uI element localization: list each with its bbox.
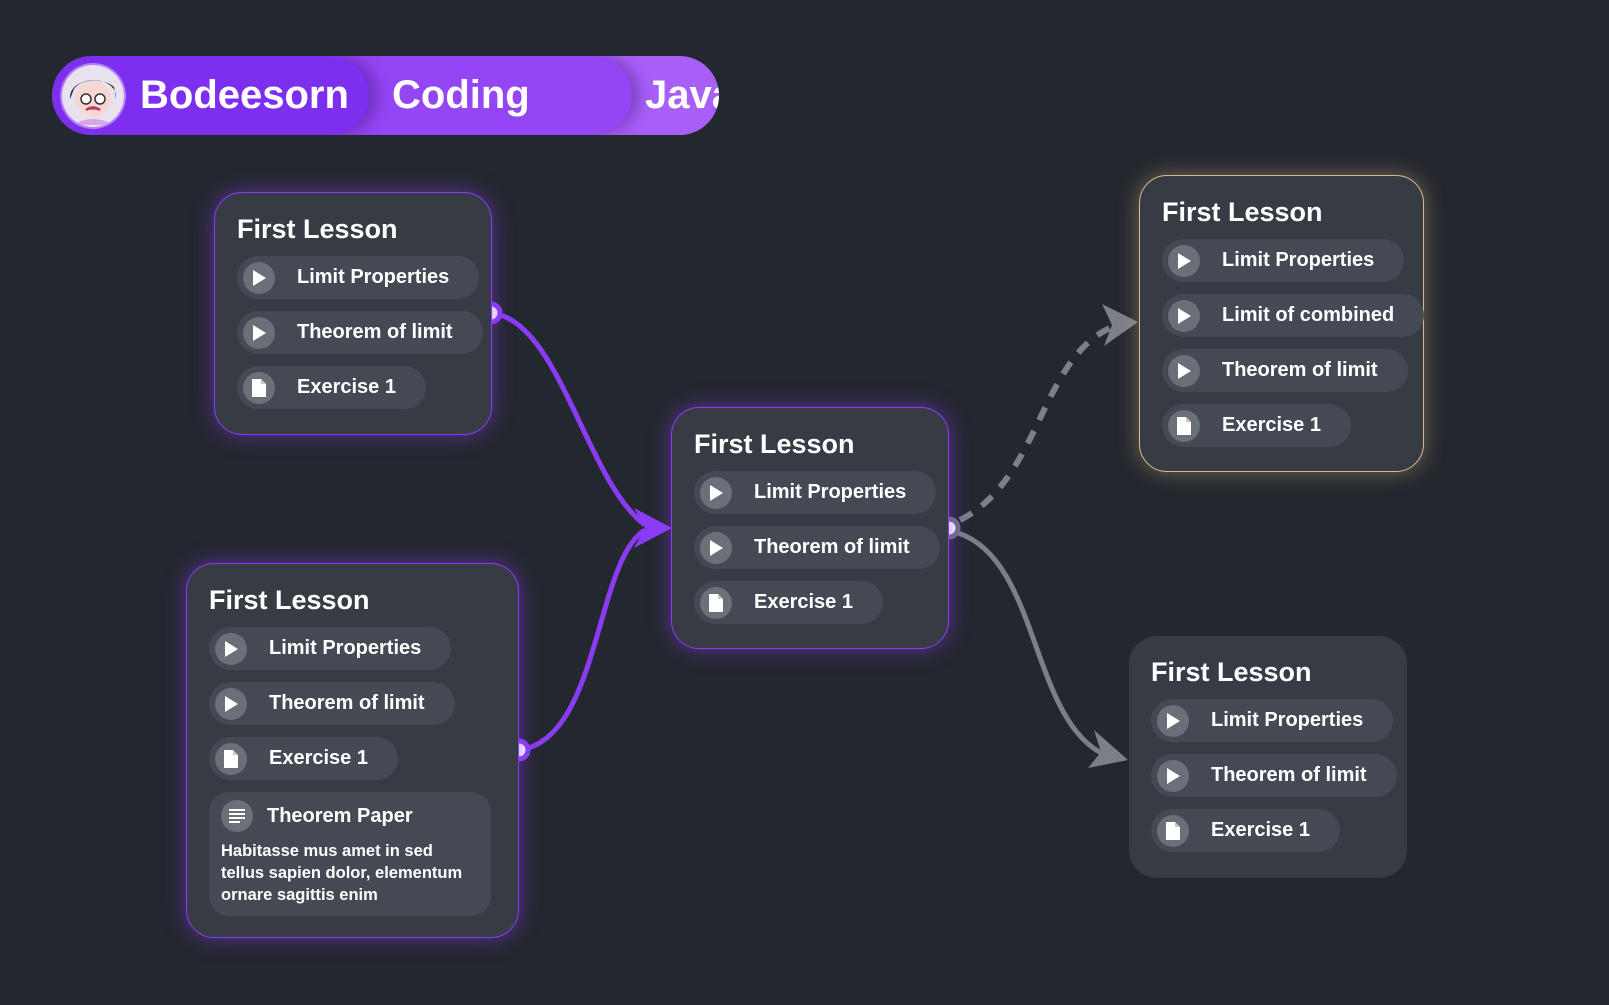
play-icon bbox=[1157, 704, 1189, 737]
play-icon bbox=[243, 316, 275, 349]
lesson-item[interactable]: Limit Properties bbox=[1162, 239, 1405, 282]
lesson-card[interactable]: First Lesson Limit Properties Theorem of… bbox=[214, 192, 492, 435]
lesson-item[interactable]: Theorem of limit bbox=[694, 526, 940, 569]
lesson-item[interactable]: Limit Properties bbox=[209, 627, 452, 670]
lesson-item[interactable]: Theorem of limit bbox=[209, 682, 455, 725]
lesson-item-label: Limit Properties bbox=[754, 481, 907, 503]
play-icon bbox=[215, 687, 247, 720]
lesson-item-label: Limit Properties bbox=[269, 637, 422, 659]
lesson-item-label: Theorem of limit bbox=[1211, 764, 1367, 786]
play-icon bbox=[1168, 244, 1200, 277]
lesson-item-label: Exercise 1 bbox=[297, 376, 396, 398]
lesson-card[interactable]: First Lesson Limit Properties Theorem of… bbox=[186, 563, 519, 938]
connection-line-dashed bbox=[958, 325, 1112, 523]
lesson-item[interactable]: Exercise 1 bbox=[237, 366, 426, 409]
play-icon bbox=[700, 476, 732, 509]
card-title: First Lesson bbox=[237, 214, 398, 244]
lesson-item[interactable]: Exercise 1 bbox=[209, 737, 398, 780]
breadcrumb-label: Coding bbox=[392, 73, 530, 117]
lesson-item[interactable]: Exercise 1 bbox=[1151, 809, 1340, 852]
breadcrumb-label: Java bbox=[645, 73, 719, 117]
document-icon bbox=[243, 371, 275, 404]
document-icon bbox=[1168, 409, 1200, 442]
lesson-item[interactable]: Exercise 1 bbox=[1162, 404, 1351, 447]
document-icon bbox=[700, 586, 732, 619]
connection-line bbox=[490, 310, 647, 527]
arrow-head bbox=[634, 508, 672, 548]
paper-title: Theorem Paper bbox=[267, 804, 413, 827]
theorem-paper[interactable]: Theorem Paper Habitasse mus amet in sed … bbox=[209, 792, 491, 916]
lesson-item-label: Exercise 1 bbox=[269, 747, 368, 769]
card-title: First Lesson bbox=[1151, 657, 1312, 687]
lesson-item[interactable]: Limit Properties bbox=[1151, 699, 1394, 742]
text-lines-icon bbox=[221, 800, 253, 832]
lesson-item-label: Theorem of limit bbox=[297, 321, 453, 343]
lesson-item-label: Limit of combined bbox=[1222, 304, 1395, 326]
breadcrumb-item-user[interactable]: Bodeesorn bbox=[52, 56, 369, 135]
card-title: First Lesson bbox=[1162, 197, 1323, 227]
paper-body: Habitasse mus amet in sed tellus sapien … bbox=[221, 842, 463, 904]
play-icon bbox=[1157, 759, 1189, 792]
lesson-item-label: Exercise 1 bbox=[1211, 819, 1310, 841]
lesson-card[interactable]: First Lesson Limit Properties Theorem of… bbox=[671, 407, 949, 649]
avatar bbox=[62, 65, 124, 127]
document-icon bbox=[1157, 814, 1189, 847]
document-icon bbox=[215, 742, 247, 775]
lesson-item-label: Limit Properties bbox=[1211, 709, 1364, 731]
lesson-card[interactable]: First Lesson Limit Properties Theorem of… bbox=[1129, 636, 1407, 878]
lesson-item-label: Theorem of limit bbox=[1222, 359, 1378, 381]
play-icon bbox=[700, 531, 732, 564]
lesson-item-label: Theorem of limit bbox=[754, 536, 910, 558]
lesson-item[interactable]: Theorem of limit bbox=[237, 311, 483, 354]
breadcrumb-label: Bodeesorn bbox=[140, 73, 349, 117]
play-icon bbox=[243, 261, 275, 294]
breadcrumb: Java Coding Bodeesorn bbox=[52, 56, 719, 135]
card-title: First Lesson bbox=[694, 429, 855, 459]
lesson-card-highlighted[interactable]: First Lesson Limit Properties Limit of c… bbox=[1139, 175, 1425, 472]
lesson-item[interactable]: Limit of combined bbox=[1162, 294, 1425, 337]
connection-line bbox=[957, 530, 1107, 758]
lesson-item[interactable]: Theorem of limit bbox=[1151, 754, 1397, 797]
lesson-item-label: Exercise 1 bbox=[754, 591, 853, 613]
play-icon bbox=[1168, 354, 1200, 387]
lesson-item[interactable]: Limit Properties bbox=[694, 471, 937, 514]
lesson-item[interactable]: Theorem of limit bbox=[1162, 349, 1408, 392]
card-title: First Lesson bbox=[209, 585, 370, 615]
play-icon bbox=[1168, 299, 1200, 332]
lesson-item-label: Exercise 1 bbox=[1222, 414, 1321, 436]
lesson-item-label: Limit Properties bbox=[1222, 249, 1375, 271]
play-icon bbox=[215, 632, 247, 665]
connection-line bbox=[518, 527, 647, 753]
lesson-item-label: Theorem of limit bbox=[269, 692, 425, 714]
lesson-item[interactable]: Limit Properties bbox=[237, 256, 480, 299]
lesson-item[interactable]: Exercise 1 bbox=[694, 581, 883, 624]
lesson-item-label: Limit Properties bbox=[297, 266, 450, 288]
arrow-head bbox=[1088, 730, 1128, 768]
arrow-head bbox=[1102, 304, 1138, 346]
